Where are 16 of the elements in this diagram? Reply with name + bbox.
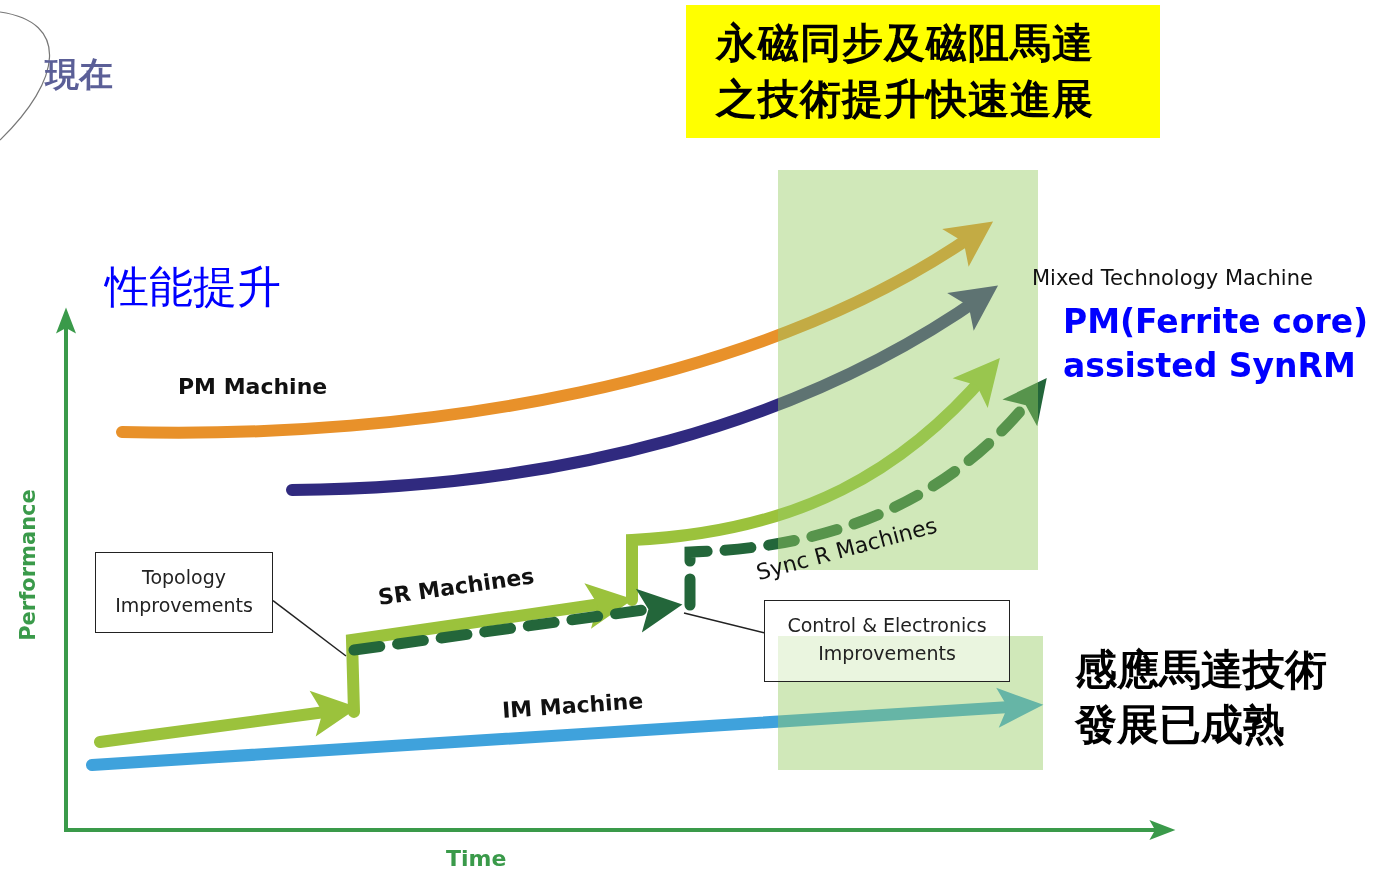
axis-label: Time xyxy=(446,846,507,871)
highlight-box: 永磁同步及磁阻馬達之技術提升快速進展 xyxy=(686,5,1160,138)
heading-text: 性能提升 xyxy=(105,260,281,314)
leader-line xyxy=(272,599,347,657)
curve-label: PM(Ferrite core) assisted SynRM xyxy=(1063,301,1370,387)
callout-box: Topology Improvements xyxy=(95,552,273,633)
axis-label: Performance xyxy=(16,489,40,641)
curve-label: Mixed Technology Machine xyxy=(1032,266,1313,290)
note-text: 感應馬達技術發展已成熟 xyxy=(1075,644,1328,751)
curve-label: SR Machines xyxy=(376,563,536,610)
curve-label: IM Machine xyxy=(501,688,644,723)
leader-line xyxy=(683,612,765,634)
note-text: 現在 xyxy=(45,53,113,96)
callout-box: Control & Electronics Improvements xyxy=(764,600,1010,682)
curve-label: Sync R Machines xyxy=(753,512,940,585)
curve-label: PM Machine xyxy=(178,374,328,399)
